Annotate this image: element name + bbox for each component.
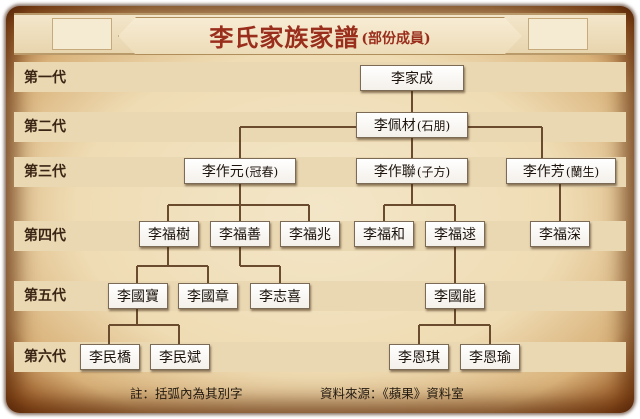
title-subtitle: (部份成員) — [361, 31, 431, 47]
member-g3-zuolian: 李作聯 (子方) — [356, 158, 468, 184]
member-name: 李福深 — [539, 227, 581, 243]
generation-label-2: 第二代 — [24, 119, 66, 135]
member-name: 李福樹 — [148, 227, 190, 243]
member-alias: (冠春) — [244, 164, 279, 179]
generation-label-5: 第五代 — [24, 288, 66, 304]
member-name: 李作芳 — [522, 164, 565, 180]
member-alias: (蘭生) — [565, 164, 600, 179]
member-g3-zuofang: 李作芳 (蘭生) — [506, 158, 616, 184]
member-g2-peicai: 李佩材 (石朋) — [356, 112, 468, 138]
generation-band-1 — [14, 62, 626, 92]
member-alias: (子方) — [416, 164, 451, 179]
member-name: 李福善 — [219, 227, 261, 243]
member-name: 李佩材 — [373, 118, 416, 134]
member-g6-minbin: 李民斌 — [150, 344, 210, 370]
title-main-text: 李氏家族家譜 — [209, 22, 360, 52]
member-name: 李志喜 — [259, 289, 301, 305]
generation-label-1: 第一代 — [24, 70, 66, 86]
member-g4-fushen: 李福深 — [530, 221, 590, 247]
member-name: 李民橋 — [89, 350, 131, 366]
footer-source: 資料來源：《蘋果》資料室 — [320, 386, 464, 401]
member-g6-minqiao: 李民橋 — [80, 344, 140, 370]
member-name: 李國能 — [434, 289, 476, 305]
member-g4-fuzhao: 李福兆 — [280, 221, 340, 247]
member-g6-enyu: 李恩瑜 — [460, 344, 520, 370]
member-name: 李國寶 — [117, 289, 159, 305]
member-g5-guoneng: 李國能 — [425, 283, 485, 309]
member-g5-guozhang: 李國章 — [178, 283, 238, 309]
member-name: 李作元 — [201, 164, 244, 180]
member-g6-enqi: 李恩琪 — [389, 344, 449, 370]
member-name: 李作聯 — [373, 164, 416, 180]
member-g1-jiacheng: 李家成 — [360, 65, 464, 91]
page-title: 李氏家族家譜 (部份成員) — [118, 17, 522, 53]
member-g4-fushu: 李福樹 — [139, 221, 199, 247]
member-alias: (石朋) — [416, 118, 451, 133]
title-side-panel-left — [52, 18, 112, 50]
member-g5-zhixi: 李志喜 — [250, 283, 310, 309]
member-name: 李民斌 — [159, 350, 201, 366]
generation-label-3: 第三代 — [24, 164, 66, 180]
footer-note: 註：括弧內為其別字 — [130, 386, 243, 401]
member-g4-fushan: 李福善 — [210, 221, 270, 247]
generation-label-4: 第四代 — [24, 228, 66, 244]
member-name: 李家成 — [391, 71, 433, 87]
member-name: 李福和 — [363, 227, 405, 243]
member-name: 李國章 — [187, 289, 229, 305]
member-g5-guobao: 李國寶 — [108, 283, 168, 309]
member-name: 李福逑 — [434, 227, 476, 243]
member-name: 李恩瑜 — [469, 350, 511, 366]
generation-label-6: 第六代 — [24, 349, 66, 365]
title-side-panel-right — [528, 18, 588, 50]
member-g4-fuhe: 李福和 — [354, 221, 414, 247]
title-plate — [118, 17, 522, 55]
member-g4-fushu2: 李福逑 — [425, 221, 485, 247]
member-name: 李福兆 — [289, 227, 331, 243]
member-name: 李恩琪 — [398, 350, 440, 366]
member-g3-zuoyuan: 李作元 (冠春) — [184, 158, 296, 184]
